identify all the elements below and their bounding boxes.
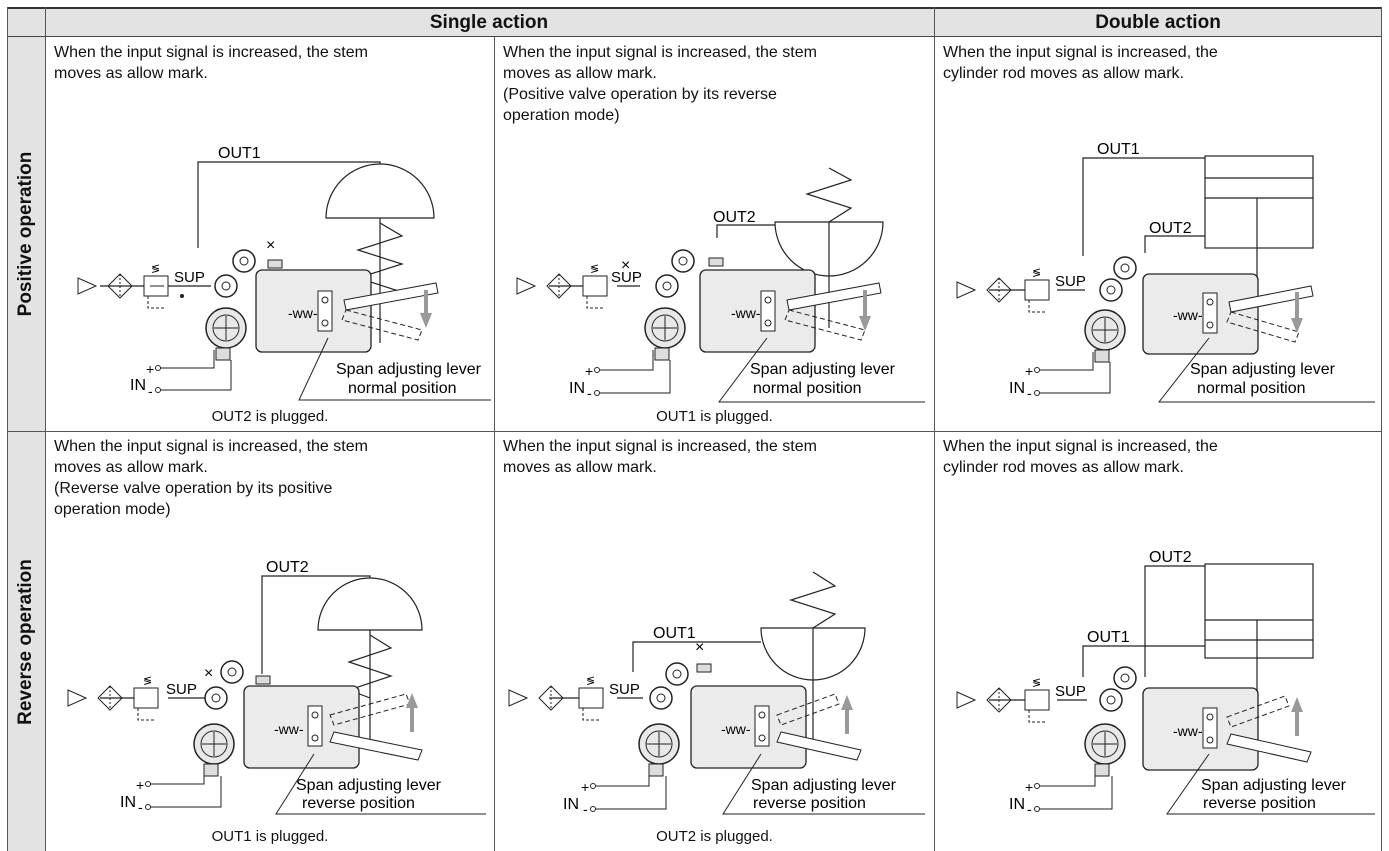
- svg-text:Span adjusting lever: Span adjusting lever: [1201, 777, 1347, 794]
- svg-text:reverse position: reverse position: [302, 795, 415, 812]
- cell-positive-double: When the input signal is increased, the …: [935, 38, 1381, 431]
- plug-note: OUT1 is plugged.: [211, 828, 329, 845]
- grid-line: [7, 7, 8, 851]
- plug-note: OUT2 is plugged.: [211, 408, 329, 425]
- out-label: OUT1: [1097, 141, 1140, 158]
- svg-text:IN: IN: [1009, 796, 1025, 813]
- svg-text:-ww-: -ww-: [721, 721, 751, 737]
- positioner-diagram: OUT2 SUP ≶ × -ww-: [516, 167, 925, 403]
- svg-text:Span adjusting lever: Span adjusting lever: [750, 361, 896, 378]
- cell-reverse-single-b: When the input signal is increased, the …: [495, 432, 934, 851]
- grid-line: [934, 7, 935, 851]
- svg-text:≶: ≶: [590, 263, 599, 275]
- svg-text:-: -: [587, 385, 592, 401]
- operation-table: Single action Double action Positive ope…: [7, 7, 1382, 851]
- svg-text:≶: ≶: [586, 675, 595, 687]
- svg-text:reverse position: reverse position: [753, 795, 866, 812]
- positioner-diagram: OUT1 SUP ≶ × -ww-: [77, 145, 491, 401]
- svg-text:+: +: [581, 779, 589, 795]
- svg-text:-: -: [1027, 801, 1032, 817]
- svg-text:×: ×: [621, 257, 630, 274]
- svg-text:normal position: normal position: [1197, 380, 1306, 397]
- plug-note: OUT1 is plugged.: [656, 408, 773, 425]
- svg-text:-: -: [138, 799, 143, 815]
- svg-text:Span adjusting lever: Span adjusting lever: [1190, 361, 1336, 378]
- sup-label: SUP: [174, 269, 205, 286]
- out-label: OUT1: [1087, 629, 1130, 646]
- svg-text:×: ×: [695, 639, 704, 656]
- svg-text:IN: IN: [1009, 380, 1025, 397]
- cell-reverse-single-a: When the input signal is increased, the …: [46, 432, 494, 851]
- cell-reverse-double: When the input signal is increased, the …: [935, 432, 1381, 851]
- svg-text:-ww-: -ww-: [731, 305, 761, 321]
- svg-text:-: -: [148, 383, 153, 399]
- out-label: OUT1: [653, 625, 696, 642]
- sup-label: SUP: [1055, 683, 1086, 700]
- sup-label: SUP: [611, 269, 642, 286]
- header-row: Single action Double action: [7, 7, 1382, 37]
- out-label: OUT2: [1149, 549, 1192, 566]
- svg-text:≶: ≶: [143, 675, 152, 687]
- svg-text:Span adjusting lever: Span adjusting lever: [296, 777, 442, 794]
- row-divider: [7, 431, 1382, 432]
- svg-text:IN: IN: [563, 796, 579, 813]
- cylinder-diagram: OUT1 OUT2 SUP ≶ -ww-: [956, 141, 1375, 403]
- svg-text:+: +: [146, 361, 154, 377]
- header-single-action: Single action: [429, 12, 549, 33]
- svg-text:×: ×: [266, 237, 275, 254]
- out-label: OUT2: [713, 209, 756, 226]
- out-label: OUT2: [1149, 220, 1192, 237]
- row-label-positive: Positive operation: [7, 37, 45, 431]
- cell-description: When the input signal is increased, the …: [503, 438, 817, 476]
- svg-text:≶: ≶: [151, 263, 160, 275]
- positioner-diagram: OUT2 SUP ≶ × -ww-: [67, 559, 486, 815]
- grid-line: [1381, 7, 1382, 851]
- svg-text:+: +: [585, 363, 593, 379]
- row-label-reverse: Reverse operation: [7, 432, 45, 851]
- cell-description: When the input signal is increased, the …: [943, 438, 1218, 476]
- svg-text:normal position: normal position: [753, 380, 862, 397]
- cylinder-diagram: OUT2 OUT1 SUP ≶ -ww-: [956, 549, 1375, 817]
- plug-note: OUT2 is plugged.: [656, 828, 773, 845]
- svg-text:≶: ≶: [1032, 267, 1041, 279]
- cell-description: When the input signal is increased, the …: [943, 44, 1218, 82]
- svg-text:+: +: [1025, 363, 1033, 379]
- header-double-action: Double action: [1095, 12, 1221, 33]
- in-label: IN: [130, 377, 146, 394]
- cell-positive-single-b: When the input signal is increased, the …: [495, 38, 934, 431]
- sup-label: SUP: [609, 681, 640, 698]
- svg-text:≶: ≶: [1032, 677, 1041, 689]
- cell-positive-single-a: When the input signal is increased, the …: [46, 38, 494, 431]
- svg-text:Span adjusting lever: Span adjusting lever: [336, 361, 482, 378]
- svg-text:normal position: normal position: [348, 380, 457, 397]
- svg-text:-: -: [583, 801, 588, 817]
- sup-label: SUP: [1055, 273, 1086, 290]
- cell-description: When the input signal is increased, the …: [503, 44, 817, 124]
- grid-line: [45, 7, 46, 851]
- svg-text:Span adjusting lever: Span adjusting lever: [751, 777, 897, 794]
- sup-label: SUP: [166, 681, 197, 698]
- svg-text:+: +: [136, 777, 144, 793]
- svg-text:+: +: [1025, 779, 1033, 795]
- svg-text:×: ×: [204, 665, 213, 682]
- out-label: OUT1: [218, 145, 261, 162]
- svg-text:-: -: [1027, 385, 1032, 401]
- positioner-diagram: OUT1 SUP ≶ × -ww-: [508, 571, 925, 817]
- svg-text:-ww-: -ww-: [288, 305, 318, 321]
- svg-text:IN: IN: [569, 380, 585, 397]
- svg-text:reverse position: reverse position: [1203, 795, 1316, 812]
- out-label: OUT2: [266, 559, 309, 576]
- svg-text:IN: IN: [120, 794, 136, 811]
- grid-line: [494, 37, 495, 851]
- svg-text:-ww-: -ww-: [274, 721, 304, 737]
- svg-text:-ww-: -ww-: [1173, 307, 1203, 323]
- cell-description: When the input signal is increased, the …: [54, 438, 368, 518]
- cell-description: When the input signal is increased, the …: [54, 44, 368, 82]
- svg-text:-ww-: -ww-: [1173, 723, 1203, 739]
